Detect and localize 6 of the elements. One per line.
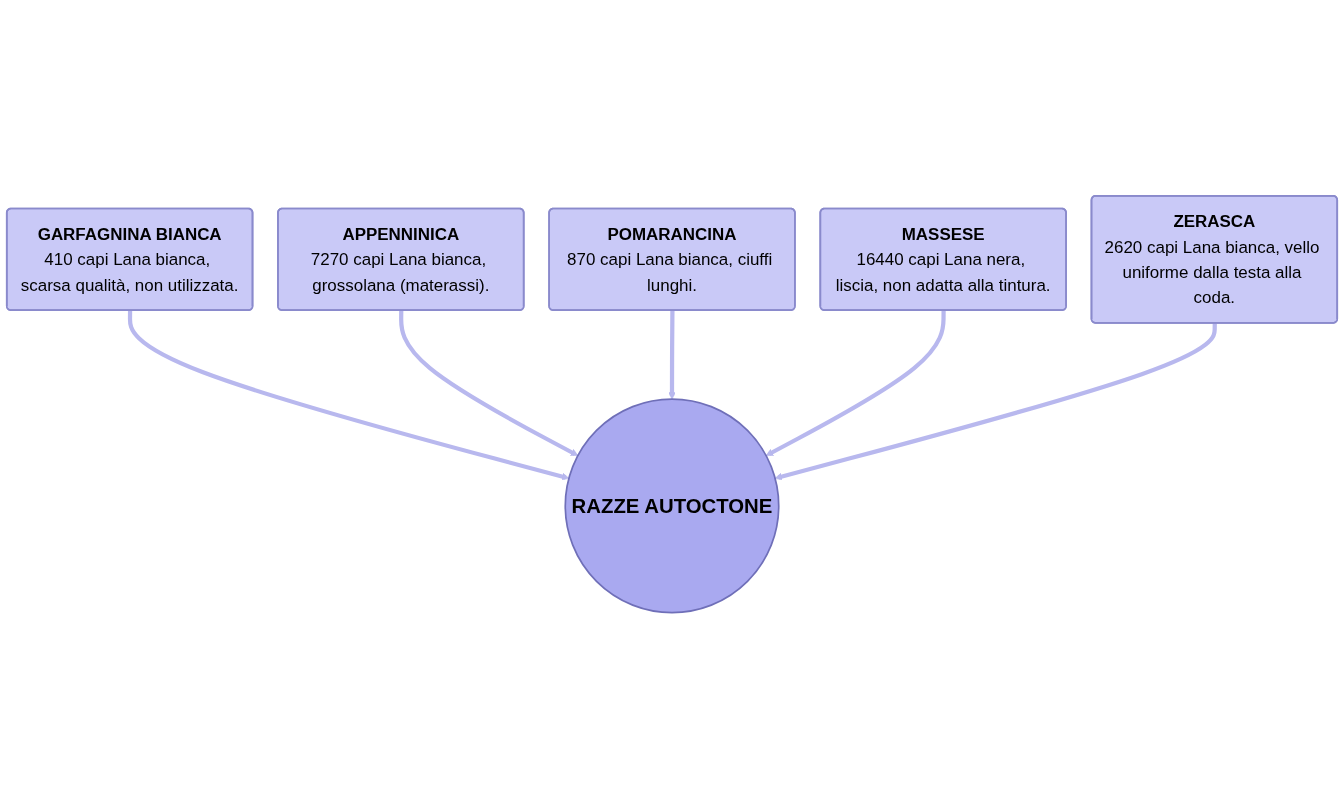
arrow bbox=[399, 310, 579, 456]
arrow bbox=[127, 310, 570, 480]
arrow bbox=[774, 323, 1217, 480]
node-circle: RAZZE AUTOCTONE bbox=[564, 398, 780, 614]
arrow bbox=[765, 310, 946, 456]
arrow bbox=[668, 310, 676, 400]
